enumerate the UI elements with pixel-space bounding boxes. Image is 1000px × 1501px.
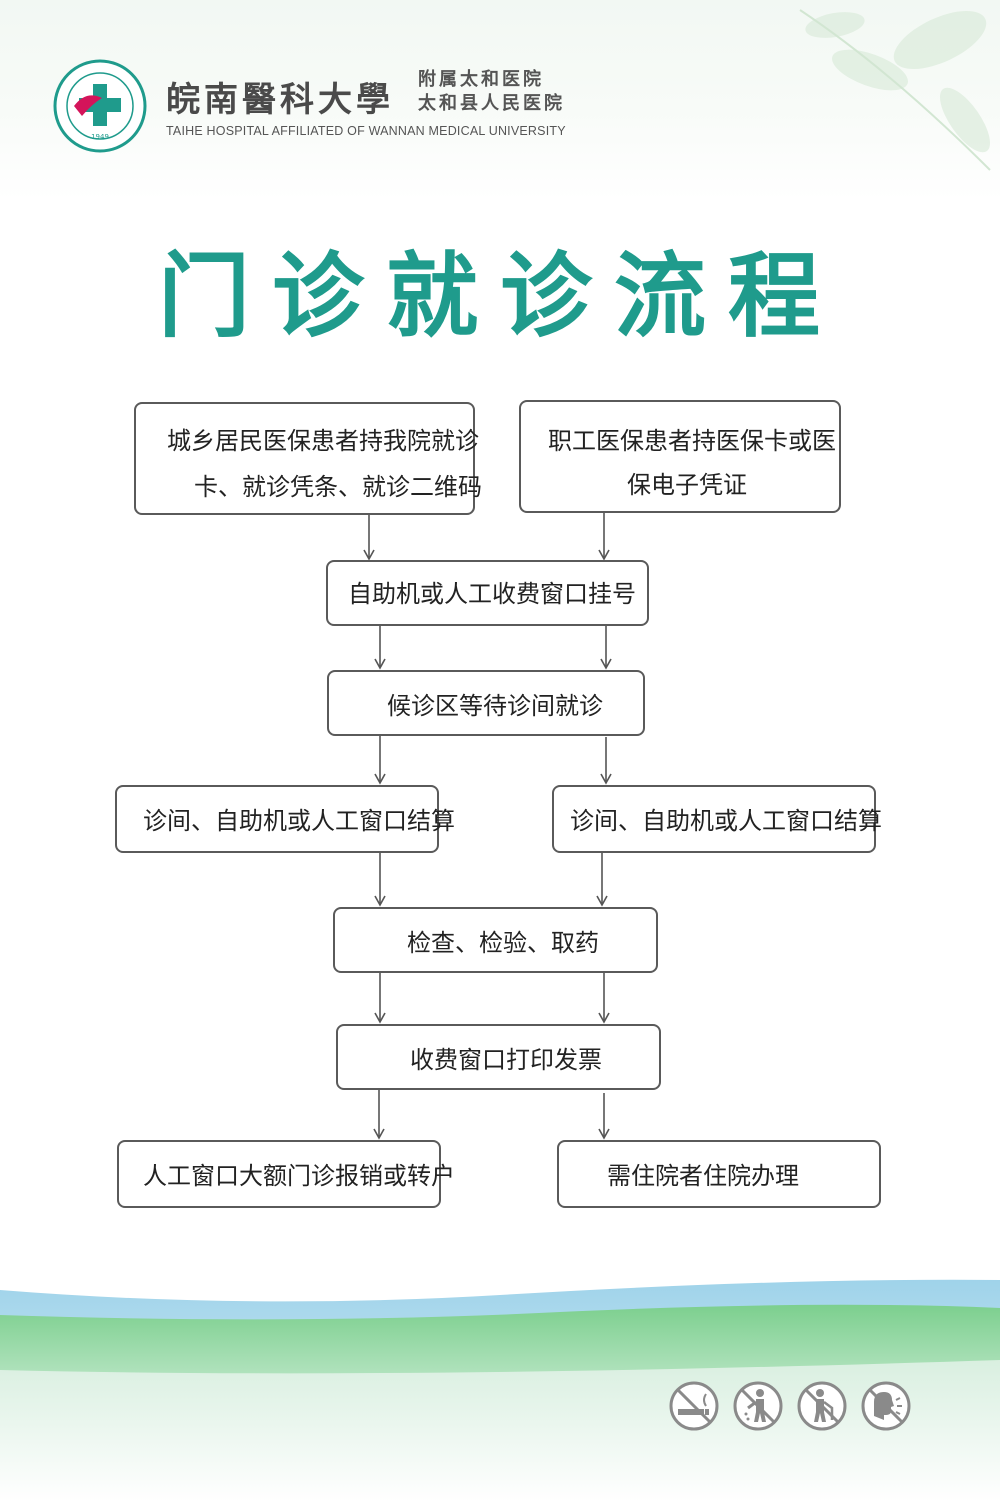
page-title: 门诊就诊流程 [157,243,842,350]
flow-box-settle-left: 诊间、自助机或人工窗口结算 [115,785,455,853]
flow-text-settle-right: 诊间、自助机或人工窗口结算 [570,807,882,835]
no-loud-talking-icon [861,1381,911,1431]
flow-box-exam: 检查、检验、取药 [333,907,658,973]
flow-box-register: 自助机或人工收费窗口挂号 [326,560,649,626]
affiliate-name: 附属太和医院 太和县人民医院 [418,68,565,116]
arrowhead [374,895,386,907]
flow-text-employee-line1: 职工医保患者持医保卡或医 [548,427,836,455]
flow-text-exam: 检查、检验、取药 [407,929,599,957]
flow-text-settle-left: 诊间、自助机或人工窗口结算 [143,807,455,835]
flow-text-invoice: 收费窗口打印发票 [410,1046,602,1074]
arrowhead [363,549,375,561]
flow-text-waiting: 候诊区等待诊间就诊 [387,692,603,720]
no-spitting-icon [797,1381,847,1431]
arrowhead [374,658,386,670]
flow-text-inpatient: 需住院者住院办理 [607,1162,799,1190]
arrowhead [600,773,612,785]
arrowhead [373,1128,385,1140]
affiliate-line-1: 附属太和医院 [418,69,544,90]
flow-text-employee-line2: 保电子凭证 [627,471,747,499]
flow-box-waiting: 候诊区等待诊间就诊 [327,670,645,736]
logo-year: 1949 [91,133,109,141]
english-hospital-name: TAIHE HOSPITAL AFFILIATED OF WANNAN MEDI… [166,124,566,138]
no-smoking-icon [669,1381,719,1431]
leaf-decoration [799,9,991,171]
flow-box-reimburse: 人工窗口大额门诊报销或转户 [117,1140,455,1208]
affiliate-line-2: 太和县人民医院 [418,93,565,114]
flow-box-employee-insurance: 职工医保患者持医保卡或医 保电子凭证 [519,400,841,513]
arrowhead [598,1012,610,1024]
university-name: 皖南醫科大學 [166,80,394,120]
flow-box-inpatient: 需住院者住院办理 [557,1140,881,1208]
flow-box-invoice: 收费窗口打印发票 [336,1024,661,1090]
hospital-name-block: 皖南醫科大學 附属太和医院 太和县人民医院 TAIHE HOSPITAL AFF… [166,66,586,146]
flow-text-resident-line2: 卡、就诊凭条、就诊二维码 [194,473,482,501]
arrowhead [374,773,386,785]
flow-box-resident-insurance: 城乡居民医保患者持我院就诊 卡、就诊凭条、就诊二维码 [134,402,482,515]
flow-text-reimburse: 人工窗口大额门诊报销或转户 [143,1162,455,1190]
flow-box-settle-right: 诊间、自助机或人工窗口结算 [552,785,882,853]
arrowhead [598,1128,610,1140]
flow-text-resident-line1: 城乡居民医保患者持我院就诊 [167,427,479,455]
arrowhead [600,658,612,670]
footer-wave-decoration [0,1279,1000,1501]
hospital-logo-seal: 1949 [53,59,147,153]
arrowhead [596,895,608,907]
prohibition-icons [668,1380,918,1434]
flow-text-register: 自助机或人工收费窗口挂号 [348,580,636,608]
no-littering-icon [733,1381,783,1431]
arrowhead [598,549,610,561]
arrowhead [374,1012,386,1024]
